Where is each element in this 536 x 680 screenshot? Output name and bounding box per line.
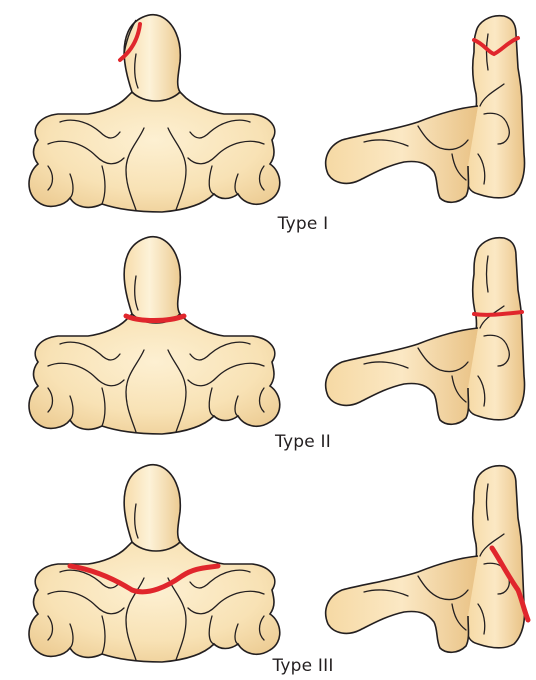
- type-1-lateral-view: [326, 16, 525, 203]
- type-3-label: Type III: [243, 656, 363, 676]
- type-1-row: [29, 15, 525, 212]
- type-2-row: [29, 237, 525, 434]
- type-3-anterior-view: [29, 465, 280, 662]
- type-2-label: Type II: [243, 432, 363, 452]
- type-1-label: Type I: [243, 214, 363, 234]
- type-2-lateral-view: [326, 238, 525, 425]
- type-1-anterior-view: [29, 15, 280, 212]
- type-3-lateral-view: [326, 466, 528, 653]
- type-2-anterior-view: [29, 237, 280, 434]
- type-3-row: [29, 465, 528, 662]
